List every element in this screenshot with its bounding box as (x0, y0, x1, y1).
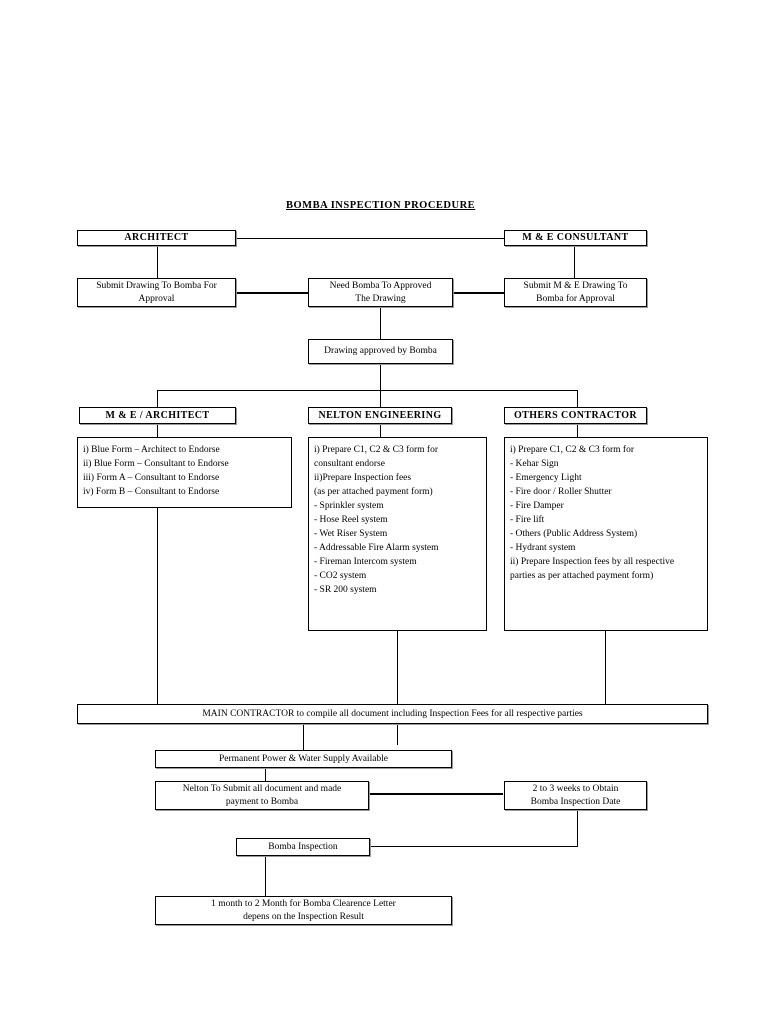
me-architect-item-4: iv) Form B – Consultant to Endorse (83, 487, 220, 498)
node-architect-header[interactable]: ARCHITECT (77, 230, 236, 246)
connector-nelton-merge-down (397, 631, 398, 721)
nelton-item-8: - Addressable Fire Alarm system (314, 543, 439, 554)
others-item-6: - Fire lift (510, 515, 545, 526)
connector-need-to-approved (380, 307, 381, 339)
connector-distribution-bar (157, 390, 578, 391)
connector-drop-nelton (380, 390, 381, 407)
me-architect-item-1: i) Blue Form – Architect to Endorse (83, 445, 220, 455)
connector-submit-to-need (236, 292, 308, 294)
connector-consultant-down (574, 246, 575, 279)
nelton-item-3: ii)Prepare Inspection fees (314, 473, 412, 484)
others-item-4: - Fire door / Roller Shutter (510, 487, 612, 498)
connector-inspection-to-clearance (265, 857, 266, 896)
node-bomba-inspection[interactable]: Bomba Inspection (236, 838, 370, 856)
node-me-architect-header[interactable]: M & E / ARCHITECT (79, 407, 236, 424)
submit-drawing-line-2: Approval (138, 293, 175, 304)
node-me-architect-list[interactable]: i) Blue Form – Architect to Endorse ii) … (77, 437, 292, 508)
connector-permanent-to-nelton-submit (265, 768, 266, 781)
nelton-item-2: consultant endorse (314, 459, 385, 470)
connector-me-architect-merge-down (157, 508, 158, 721)
nelton-item-7: - Wet Riser System (314, 529, 388, 540)
me-architect-item-3: iii) Form A – Consultant to Endorse (83, 473, 220, 484)
others-item-5: - Fire Damper (510, 501, 564, 512)
page-title: BOMBA INSPECTION PROCEDURE (286, 200, 476, 211)
node-submit-drawing[interactable]: Submit Drawing To Bomba For Approval (77, 278, 236, 307)
connector-others-to-list (577, 424, 578, 437)
nelton-item-11: - SR 200 system (314, 585, 377, 596)
node-others-list[interactable]: i) Prepare C1, C2 & C3 form for - Kehar … (504, 437, 708, 631)
node-nelton-submit[interactable]: Nelton To Submit all document and made p… (155, 781, 369, 810)
nelton-submit-line-1: Nelton To Submit all document and made (182, 783, 342, 794)
nelton-item-5: - Sprinkler system (314, 501, 384, 512)
nelton-item-9: - Fireman Intercom system (314, 557, 417, 568)
nelton-item-10: - CO2 system (314, 571, 367, 582)
connector-merge-to-main-contractor (397, 720, 398, 745)
connector-drop-others (577, 390, 578, 407)
node-main-contractor[interactable]: MAIN CONTRACTOR to compile all document … (77, 704, 708, 724)
others-item-8: - Hydrant system (510, 543, 576, 554)
node-me-consultant-header[interactable]: M & E CONSULTANT (504, 230, 647, 246)
others-item-10: parties as per attached payment form) (510, 571, 654, 582)
node-nelton-header[interactable]: NELTON ENGINEERING (308, 407, 452, 424)
nelton-item-1: i) Prepare C1, C2 & C3 form for (314, 445, 439, 455)
node-clearance-letter[interactable]: 1 month to 2 Month for Bomba Clearence L… (155, 896, 452, 925)
node-weeks-obtain[interactable]: 2 to 3 weeks to Obtain Bomba Inspection … (504, 781, 647, 810)
me-architect-item-2: ii) Blue Form – Consultant to Endorse (83, 459, 229, 470)
connector-others-merge-down (605, 631, 606, 721)
connector-architect-to-consultant (236, 238, 504, 239)
nelton-submit-line-2: payment to Bomba (225, 796, 299, 807)
connector-architect-down (157, 246, 158, 279)
submit-me-drawing-line-1: Submit M & E Drawing To (523, 280, 628, 291)
need-bomba-line-1: Need Bomba To Approved (329, 280, 432, 291)
connector-nelton-to-list (380, 424, 381, 437)
need-bomba-line-2: The Drawing (355, 293, 406, 304)
weeks-obtain-line-1: 2 to 3 weeks to Obtain (532, 783, 619, 794)
connector-weeks-down (577, 810, 578, 847)
node-others-header[interactable]: OTHERS CONTRACTOR (504, 407, 647, 424)
connector-main-to-permanent (303, 724, 304, 755)
node-permanent-power[interactable]: Permanent Power & Water Supply Available (155, 750, 452, 768)
others-item-2: - Kehar Sign (510, 459, 559, 470)
node-drawing-approved[interactable]: Drawing approved by Bomba (308, 339, 453, 364)
connector-need-to-submitme (453, 292, 504, 294)
nelton-item-4: (as per attached payment form) (314, 487, 433, 498)
connector-me-architect-to-list (157, 424, 158, 437)
node-submit-me-drawing[interactable]: Submit M & E Drawing To Bomba for Approv… (504, 278, 647, 307)
others-item-1: i) Prepare C1, C2 & C3 form for (510, 445, 635, 455)
connector-approved-down (380, 364, 381, 390)
submit-drawing-line-1: Submit Drawing To Bomba For (96, 280, 217, 291)
weeks-obtain-line-2: Bomba Inspection Date (530, 796, 621, 807)
others-item-7: - Others (Public Address System) (510, 529, 638, 540)
others-item-3: - Emergency Light (510, 473, 582, 484)
others-item-9: ii) Prepare Inspection fees by all respe… (510, 557, 675, 568)
nelton-item-6: - Hose Reel system (314, 515, 388, 526)
clearance-letter-line-2: depens on the Inspection Result (243, 911, 364, 922)
connector-drop-me-architect (157, 390, 158, 407)
node-need-bomba[interactable]: Need Bomba To Approved The Drawing (308, 278, 453, 307)
clearance-letter-line-1: 1 month to 2 Month for Bomba Clearence L… (211, 898, 396, 909)
connector-nelton-submit-to-weeks (369, 793, 503, 795)
node-nelton-list[interactable]: i) Prepare C1, C2 & C3 form for consulta… (308, 437, 487, 631)
connector-weeks-to-bomba-inspection (369, 846, 578, 847)
submit-me-drawing-line-2: Bomba for Approval (536, 293, 615, 304)
